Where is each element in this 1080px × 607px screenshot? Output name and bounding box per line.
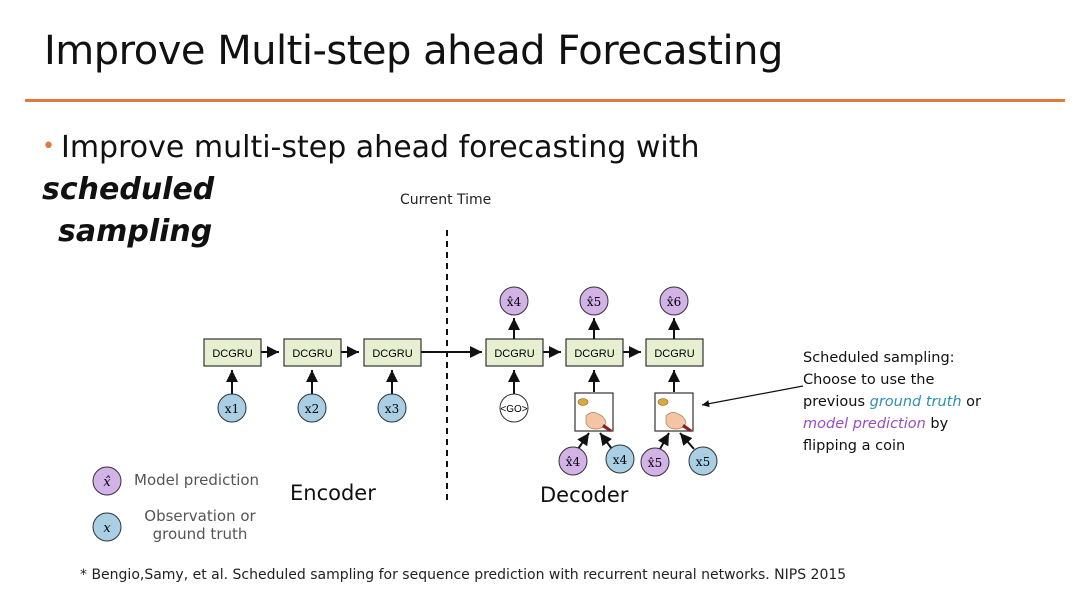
bullet-dot-icon: • (42, 134, 55, 159)
legend-observation-swatch (92, 512, 122, 542)
legend-observation-line2: ground truth (152, 525, 248, 543)
slide-title: Improve Multi-step ahead Forecasting (44, 28, 783, 74)
prediction-node-label: x̂4 (507, 295, 522, 309)
coin-flip-icon (654, 392, 694, 432)
prediction-node-label: x̂5 (587, 295, 601, 309)
bullet-emphasis-1: scheduled (42, 172, 215, 207)
callout-arrow (701, 385, 804, 408)
encoder-cell-label: DCGRU (292, 348, 332, 360)
decoder-cell-label: DCGRU (494, 348, 534, 360)
bullet-text: Improve multi-step ahead forecasting wit… (60, 130, 700, 165)
legend-observation-label: Observation or ground truth (134, 507, 266, 543)
prediction-node (640, 447, 670, 477)
encoder-cell (283, 338, 342, 367)
encoder-cell (203, 338, 262, 367)
observation-node (605, 444, 635, 474)
decoder-label: Decoder (540, 483, 629, 507)
legend-observation-line1: Observation or (144, 507, 256, 525)
legend-prediction-symbol: x̂ (103, 475, 111, 490)
candidate-arrow (577, 432, 590, 450)
encoder-label: Encoder (290, 481, 376, 505)
bullet-point: •Improve multi-step ahead forecasting wi… (42, 126, 862, 253)
observation-node (688, 446, 718, 476)
candidate-arrow (599, 432, 613, 450)
note-heading: Scheduled sampling: (803, 350, 955, 366)
prediction-node (659, 286, 689, 316)
coin-flip-icon (574, 392, 614, 432)
note-line1: Choose to use the (803, 372, 935, 388)
current-time-label: Current Time (400, 192, 492, 208)
note-line3-post: by (925, 416, 949, 432)
encoder-cell-label: DCGRU (372, 348, 412, 360)
decoder-cell-label: DCGRU (574, 348, 614, 360)
prediction-node-label: x̂6 (667, 295, 681, 309)
scheduled-sampling-note: Scheduled sampling: Choose to use the pr… (803, 347, 981, 457)
decoder-cell (485, 338, 544, 367)
prediction-node (499, 286, 529, 316)
observation-node (217, 393, 247, 423)
bullet-emphasis-2: sampling (58, 214, 213, 249)
title-divider (25, 99, 1065, 102)
encoder-cell-label: DCGRU (212, 348, 252, 360)
observation-node (377, 393, 407, 423)
go-token-label: <GO> (500, 404, 527, 415)
observation-node-label: x4 (613, 453, 628, 467)
legend-observation-symbol: x (103, 521, 111, 536)
citation-footnote: * Bengio,Samy, et al. Scheduled sampling… (80, 567, 847, 583)
candidate-arrow (679, 432, 695, 450)
decoder-cell-label: DCGRU (654, 348, 694, 360)
legend-prediction-label: Model prediction (134, 471, 260, 489)
observation-node (297, 393, 327, 423)
observation-node-label: x2 (305, 402, 319, 416)
prediction-node-label: x̂4 (566, 455, 581, 469)
note-line2-post: or (961, 394, 982, 410)
encoder-cell (363, 338, 422, 367)
note-line2-pre: previous (803, 394, 870, 410)
go-token-node (499, 393, 529, 423)
note-line4: flipping a coin (803, 438, 906, 454)
note-ground-truth: ground truth (869, 394, 962, 410)
observation-node-label: x3 (385, 402, 399, 416)
observation-node-label: x1 (225, 402, 239, 416)
prediction-node (579, 286, 609, 316)
observation-node-label: x5 (696, 455, 710, 469)
prediction-node (558, 446, 588, 476)
note-model-prediction: model prediction (803, 416, 926, 432)
candidate-arrow (657, 432, 670, 450)
legend-prediction-swatch (92, 466, 122, 496)
decoder-cell (645, 338, 704, 367)
prediction-node-label: x̂5 (648, 456, 662, 470)
